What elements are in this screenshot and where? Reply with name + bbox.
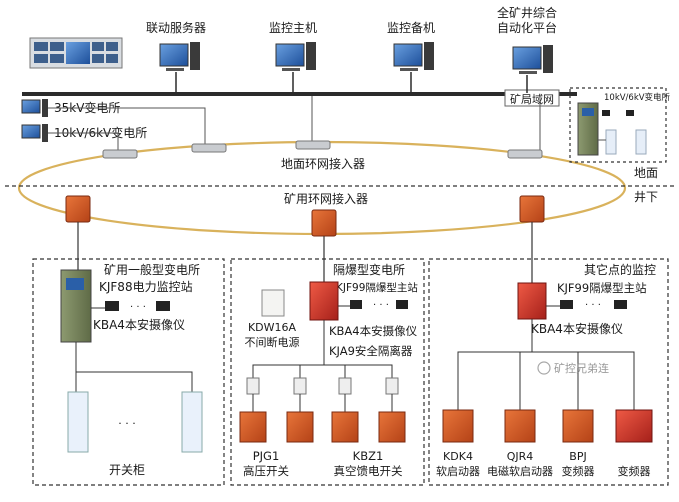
- panel-other-camera: KBA4本安摄像仪: [531, 321, 623, 336]
- ups-label-line: 不间断电源: [245, 335, 300, 349]
- monitor-icon: [393, 43, 423, 67]
- ups-label-line: KDW16A: [248, 321, 297, 334]
- surface-ring-label: 地面环网接入器: [281, 156, 365, 171]
- oth-dev-2-line: 变频器: [562, 464, 595, 478]
- panel-general-station: KJF88电力监控站: [99, 280, 193, 294]
- corner-substation-label: 10kV/6kV变电所: [604, 92, 671, 103]
- switch-cabinet-icon: [67, 391, 89, 453]
- tower-icon: [190, 42, 200, 70]
- switch-cabinet-icon: [181, 391, 203, 453]
- oth-dev-0-line: 软启动器: [436, 464, 480, 478]
- oth-dev-1-line: QJR4: [507, 450, 534, 463]
- monitor-host-node: 监控主机: [269, 21, 317, 93]
- lan-bus: [22, 92, 577, 96]
- exp-dev-0-line: PJG1: [253, 449, 280, 463]
- switch-cabinet-label: 开关柜: [109, 463, 145, 477]
- isolator-icons: [246, 377, 399, 395]
- chat-icon: [537, 361, 551, 375]
- tower-icon: [424, 42, 434, 70]
- camera-icon: [396, 300, 408, 309]
- panel-general-substation: [32, 258, 225, 486]
- corner-substation-panel: [569, 87, 667, 163]
- plat-label-line: 自动化平台: [497, 20, 557, 35]
- oth-dev-0-line: KDK4: [443, 450, 473, 463]
- tower-icon: [306, 42, 316, 70]
- camera-icon: [156, 301, 170, 311]
- exp-dev-0-line: 高压开关: [243, 464, 289, 478]
- monitor-icon: [275, 43, 305, 67]
- oth-dev-3-line: 变频器: [618, 464, 651, 478]
- ellipsis: · · ·: [585, 300, 601, 311]
- ellipsis: · · ·: [130, 302, 146, 313]
- camera-icon: [602, 110, 610, 116]
- ellipsis: · · ·: [373, 300, 389, 311]
- ups-icon: [261, 289, 285, 317]
- camera-icon: [560, 300, 573, 309]
- plat-label-line: 全矿井综合: [497, 5, 557, 20]
- camera-icon: [626, 110, 634, 116]
- camera-icon: [350, 300, 362, 309]
- monitor-icon: [159, 43, 189, 67]
- panel-other-station: KJF99隔爆型主站: [557, 281, 647, 295]
- oth-dev-1-line: 电磁软启动器: [487, 464, 553, 478]
- monitor-icon: [21, 124, 41, 139]
- monitor-icon: [21, 99, 41, 114]
- inverter-label: 变频器: [618, 464, 651, 478]
- underground-label: 井下: [634, 190, 658, 204]
- exp-dev-1-line: KBZ1: [353, 449, 384, 463]
- video-wall-icon: [29, 37, 123, 69]
- mine-platform-node: 全矿井综合自动化平台: [497, 5, 557, 93]
- monitor-backup-node: 监控备机: [387, 21, 435, 93]
- panel-explosion-barrier: KJA9安全隔离器: [329, 344, 413, 358]
- monitor-icon: [512, 46, 542, 70]
- panel-explosion-camera: KBA4本安摄像仪: [329, 324, 418, 338]
- linkage-server-node: 联动服务器: [146, 20, 206, 93]
- exp-dev-1-line: 真空馈电开关: [334, 464, 403, 478]
- explosion-station-icon: [517, 282, 547, 320]
- lan-label-box: [504, 89, 560, 107]
- monitor-host-label: 监控主机: [269, 21, 317, 35]
- camera-icon: [105, 301, 119, 311]
- panel-explosion-title: 隔爆型变电所: [333, 262, 405, 277]
- panel-explosion-substation: [230, 258, 425, 486]
- panel-other-points: [428, 258, 669, 486]
- explosion-station-icon: [309, 281, 339, 321]
- monitor-backup-label: 监控备机: [387, 21, 435, 35]
- mine-platform-label: 全矿井综合自动化平台: [497, 5, 557, 35]
- mine-ring-label: 矿用环网接入器: [284, 191, 368, 206]
- camera-icon: [614, 300, 627, 309]
- drive-icons: [442, 409, 653, 443]
- surface-ring-switch: [102, 140, 543, 159]
- watermark-text: 矿控兄弟连: [554, 361, 609, 375]
- lan-label: 矿局域网: [510, 93, 554, 106]
- panel-general-camera: KBA4本安摄像仪: [93, 317, 185, 332]
- linkage-server-label: 联动服务器: [146, 20, 206, 35]
- watermark: 矿控兄弟连: [537, 361, 609, 375]
- panel-other-title: 其它点的监控: [584, 262, 656, 277]
- panel-explosion-station: KJF99隔爆型主站: [336, 281, 418, 294]
- surface-label: 地面: [634, 166, 658, 180]
- panel-general-title: 矿用一般型变电所: [104, 262, 200, 277]
- oth-dev-2-line: BPJ: [569, 450, 586, 463]
- ellipsis: · · ·: [118, 417, 135, 430]
- tower-icon: [543, 45, 553, 73]
- switchgear-icons: [239, 411, 406, 443]
